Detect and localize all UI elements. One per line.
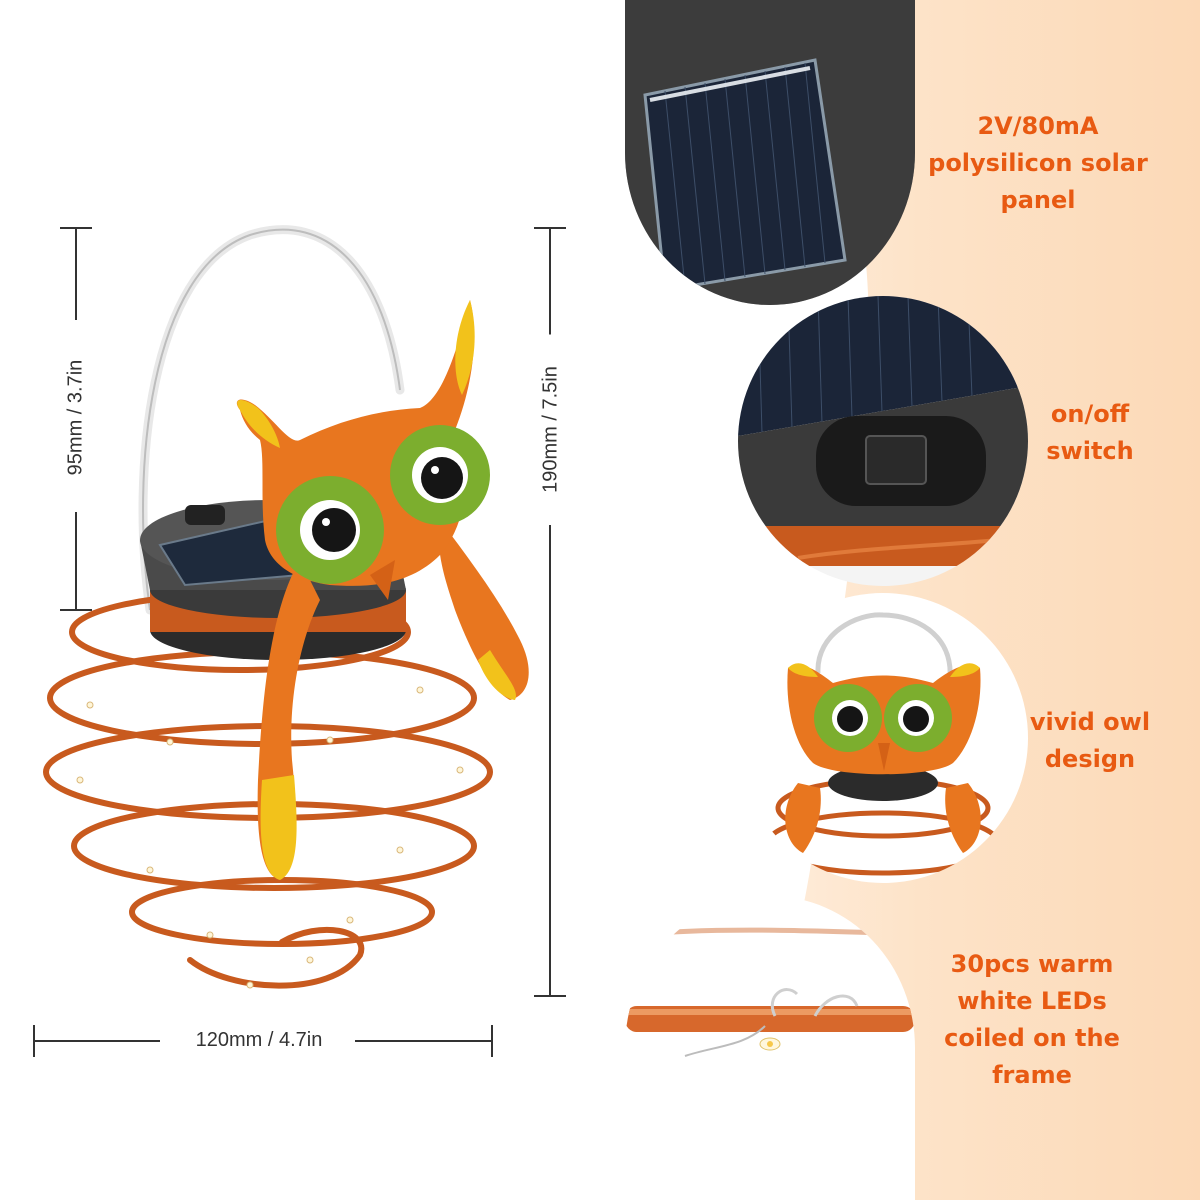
- owl-closeup-icon: [738, 593, 1028, 883]
- owl-closeup-circle: [738, 593, 1028, 883]
- feature-solar-panel-label: 2V/80mA polysilicon solar panel: [928, 112, 1148, 214]
- led-wire-closeup-circle: [625, 896, 915, 1200]
- feature-switch-label: on/off switch: [1046, 400, 1134, 465]
- feature-owl-design-label: vivid owl design: [1029, 708, 1151, 773]
- feature-leds-label: 30pcs warm white LEDs coiled on the fram…: [944, 950, 1120, 1089]
- owl-figure: [236, 300, 529, 880]
- dimension-width: 120mm / 4.7in: [166, 1029, 352, 1052]
- solar-panel-closeup-icon: [625, 0, 915, 305]
- solar-panel-closeup-circle: [625, 0, 915, 305]
- led-wire-closeup-icon: [625, 896, 915, 1200]
